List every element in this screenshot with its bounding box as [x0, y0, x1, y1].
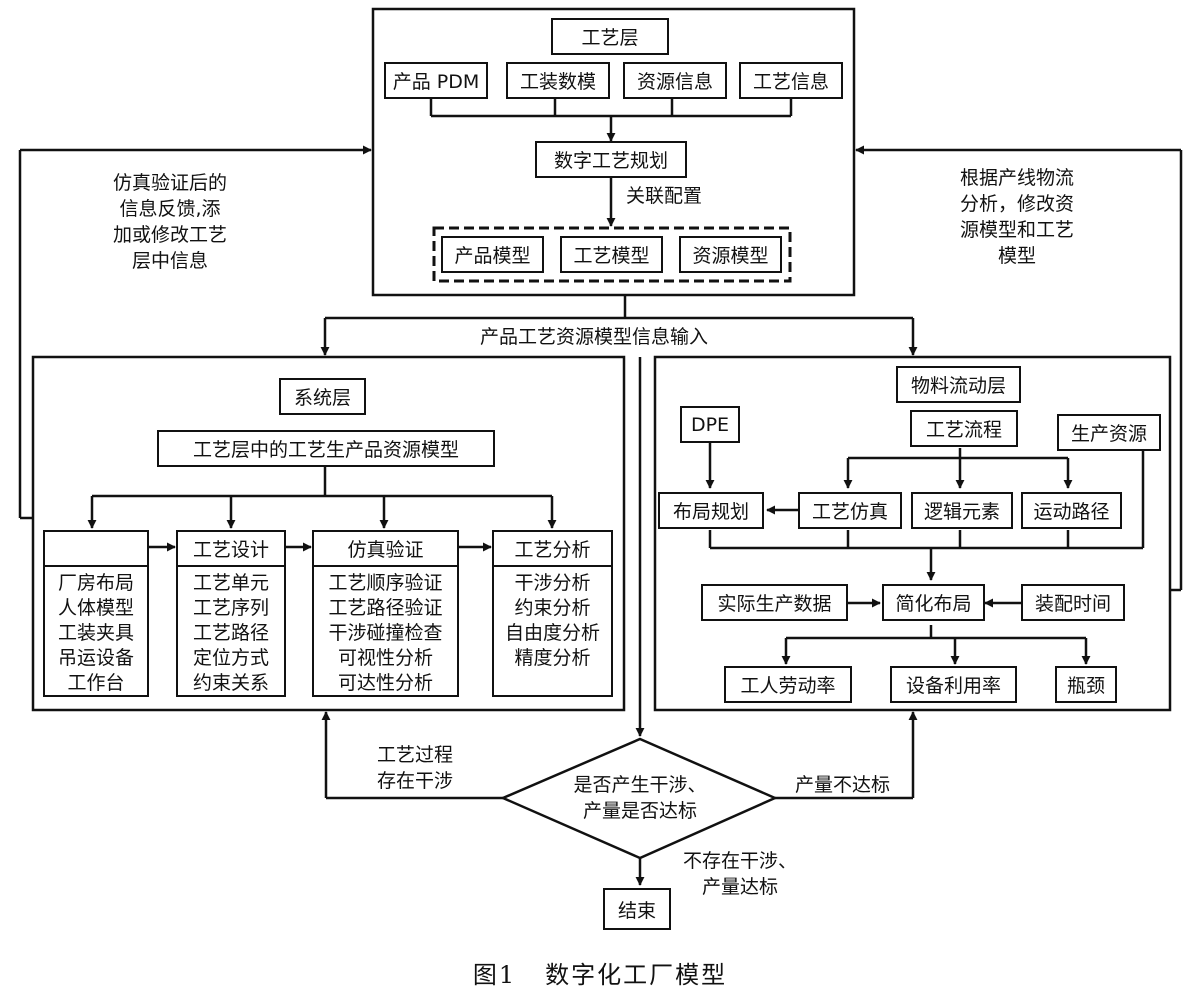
layout-planning-box: 布局规划 [658, 492, 764, 529]
right-feedback-text: 根据产线物流 分析，修改资 源模型和工艺 模型 [959, 167, 1074, 267]
column-item: 吊运设备 [57, 647, 134, 669]
process-resource-model: 工艺层中的工艺生产品资源模型 [157, 430, 495, 467]
column-item: 可视性分析 [337, 647, 433, 669]
decision-left-label: 工艺过程 存在干涉 [376, 744, 453, 792]
column-item: 可达性分析 [337, 672, 433, 694]
column-item: 工艺单元 [192, 572, 269, 594]
column-item: 工艺顺序验证 [328, 572, 443, 594]
assembly-time-box: 装配时间 [1021, 584, 1125, 621]
system-layer-frame [31, 355, 626, 712]
bottleneck-box: 瓶颈 [1055, 666, 1117, 703]
system-column-process-design: 工艺设计 工艺单元 工艺序列 工艺路径 定位方式 约束关系 [176, 530, 286, 697]
logic-element-box: 逻辑元素 [911, 492, 1013, 529]
process-simulation-box: 工艺仿真 [798, 492, 902, 529]
end-box: 结束 [603, 888, 671, 930]
production-resource-box: 生产资源 [1057, 414, 1161, 451]
process-flow-box: 工艺流程 [910, 410, 1018, 447]
column-item: 人体模型 [57, 597, 134, 619]
motion-path-box: 运动路径 [1021, 492, 1122, 529]
decision-question: 是否产生干涉、 产量是否达标 [573, 774, 707, 822]
material-layer-title: 物料流动层 [896, 366, 1021, 403]
process-layer-title: 工艺层 [551, 18, 669, 55]
system-column-analysis: 工艺分析 干涉分析 约束分析 自由度分析 精度分析 [492, 530, 613, 697]
decision-diamond [499, 737, 779, 860]
system-layer-title: 系统层 [279, 378, 366, 415]
column-head: 工艺设计 [178, 532, 284, 567]
system-column-layout: 厂房布局 人体模型 工装夹具 吊运设备 工作台 [43, 530, 149, 697]
column-item: 约束关系 [192, 672, 269, 694]
figure-caption: 图1 数字化工厂模型 [472, 961, 728, 989]
column-item: 工艺路径 [192, 622, 269, 644]
column-item: 工装夹具 [57, 622, 134, 644]
column-item: 工艺序列 [192, 597, 269, 619]
decision-bottom-label: 不存在干涉、 产量达标 [682, 850, 797, 898]
model-group-dashed [432, 226, 792, 283]
column-item: 工艺路径验证 [328, 597, 443, 619]
column-head: 工艺分析 [494, 532, 611, 567]
dpe-box: DPE [680, 406, 740, 443]
column-item: 厂房布局 [57, 572, 134, 594]
column-item: 自由度分析 [504, 622, 600, 644]
column-head: 仿真验证 [314, 532, 457, 567]
column-item: 干涉碰撞检查 [328, 622, 443, 644]
process-model: 工艺模型 [560, 236, 663, 273]
decision-right-label: 产量不达标 [795, 774, 891, 796]
actual-data-box: 实际生产数据 [701, 584, 848, 621]
resource-model: 资源模型 [679, 236, 782, 273]
link-config-label: 关联配置 [626, 185, 703, 207]
equipment-rate-box: 设备利用率 [890, 666, 1017, 703]
column-item: 定位方式 [192, 647, 269, 669]
input-resource-info: 资源信息 [623, 62, 727, 99]
process-layer-frame [371, 7, 856, 297]
left-feedback-text: 仿真验证后的 信息反馈,添 加或修改工艺 层中信息 [112, 172, 227, 272]
input-tooling-model: 工装数模 [506, 62, 610, 99]
system-column-simulation: 仿真验证 工艺顺序验证 工艺路径验证 干涉碰撞检查 可视性分析 可达性分析 [312, 530, 459, 697]
product-model: 产品模型 [441, 236, 544, 273]
simplified-layout-box: 简化布局 [882, 584, 985, 621]
column-item: 精度分析 [514, 647, 591, 669]
digital-process-planning: 数字工艺规划 [535, 141, 687, 178]
column-head [45, 532, 147, 567]
model-input-label: 产品工艺资源模型信息输入 [480, 326, 709, 348]
column-item: 工作台 [67, 672, 125, 694]
input-product-pdm: 产品 PDM [384, 62, 488, 99]
column-item: 干涉分析 [514, 572, 591, 594]
input-process-info: 工艺信息 [739, 62, 843, 99]
material-layer-frame [653, 355, 1172, 712]
worker-rate-box: 工人劳动率 [724, 666, 852, 703]
column-item: 约束分析 [514, 597, 591, 619]
